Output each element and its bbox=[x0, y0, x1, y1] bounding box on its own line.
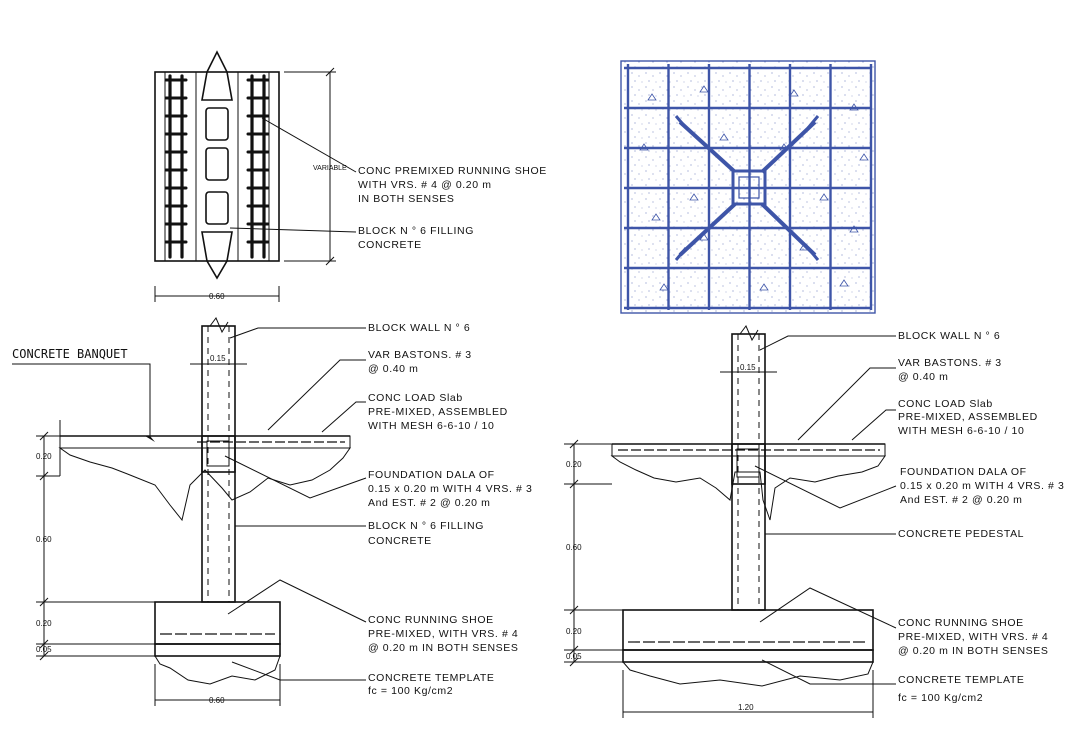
left-template bbox=[154, 643, 281, 657]
aggregate-mark bbox=[699, 85, 709, 93]
plan-width-label: 0.60 bbox=[209, 292, 225, 301]
aggregate-mark bbox=[799, 243, 809, 251]
left-template-l1: CONCRETE TEMPLATE bbox=[368, 672, 495, 684]
aggregate-mark bbox=[647, 93, 657, 101]
concrete-banquet-label: CONCRETE BANQUET bbox=[12, 347, 128, 361]
aggregate-mark bbox=[699, 233, 709, 241]
left-running-shoe-l2: PRE-MIXED, WITH VRS. # 4 bbox=[368, 628, 518, 640]
right-section: 0.20 0.60 0.20 0.05 1.20 0.15 BLOCK WALL… bbox=[564, 325, 1064, 718]
left-template-l2: fc = 100 Kg/cm2 bbox=[368, 685, 453, 697]
mesh-diagonal-bars bbox=[674, 115, 820, 261]
left-dala-l3: And EST. # 2 @ 0.20 m bbox=[368, 497, 490, 509]
left-block-filling-l1: BLOCK N ° 6 FILLING bbox=[368, 520, 484, 532]
left-dimensions: 0.20 0.60 0.20 0.05 0.60 0.15 bbox=[36, 354, 281, 706]
aggregate-mark bbox=[651, 213, 661, 221]
aggregate-mark bbox=[849, 103, 859, 111]
callout-running-shoe-l2: WITH VRS. # 4 @ 0.20 m bbox=[358, 179, 492, 191]
right-footing-width: 1.20 bbox=[738, 703, 754, 712]
callout-running-shoe-l3: IN BOTH SENSES bbox=[358, 193, 455, 205]
left-var-bastons-l2: @ 0.40 m bbox=[368, 363, 418, 375]
wall-plan-outline bbox=[154, 71, 280, 262]
left-load-slab-l3: WITH MESH 6-6-10 / 10 bbox=[368, 420, 494, 432]
block-cells bbox=[195, 50, 239, 280]
right-dala-l2: 0.15 x 0.20 m WITH 4 VRS. # 3 bbox=[900, 480, 1064, 492]
right-template bbox=[622, 649, 874, 663]
right-wall-dim: 0.15 bbox=[740, 363, 756, 372]
plan-width-dimension: 0.60 bbox=[154, 286, 280, 302]
aggregate-mark bbox=[759, 283, 769, 291]
aggregate-mark bbox=[849, 225, 859, 233]
left-wall-dim: 0.15 bbox=[210, 354, 226, 363]
wall-plan-detail: VARIABLE 0.60 CONC PREMIXED RUNNING SHOE… bbox=[154, 50, 547, 302]
mesh-pedestal bbox=[731, 169, 767, 206]
right-load-slab-l3: WITH MESH 6-6-10 / 10 bbox=[898, 425, 1024, 437]
left-var-bastons-l1: VAR BASTONS. # 3 bbox=[368, 349, 472, 361]
right-var-bastons-l1: VAR BASTONS. # 3 bbox=[898, 357, 1002, 369]
right-dala-l3: And EST. # 2 @ 0.20 m bbox=[900, 494, 1022, 506]
right-dim-0: 0.20 bbox=[566, 460, 582, 469]
right-earth-fill bbox=[610, 455, 886, 521]
callout-running-shoe-l1: CONC PREMIXED RUNNING SHOE bbox=[358, 165, 547, 177]
aggregate-mark bbox=[859, 153, 869, 161]
plan-variable-dimension: VARIABLE bbox=[284, 67, 347, 266]
left-earth-fill bbox=[58, 447, 351, 522]
right-block-wall-label: BLOCK WALL N ° 6 bbox=[898, 330, 1000, 342]
right-dala bbox=[731, 443, 766, 485]
left-load-slab-l2: PRE-MIXED, ASSEMBLED bbox=[368, 406, 508, 418]
plan-rebar-columns bbox=[168, 74, 266, 259]
plan-stirrups bbox=[164, 78, 270, 244]
left-dim-3: 0.05 bbox=[36, 645, 52, 654]
left-dim-1: 0.60 bbox=[36, 535, 52, 544]
left-callouts: CONCRETE BANQUET BLOCK WALL N ° 6 VAR BA… bbox=[12, 322, 532, 697]
left-dala bbox=[201, 435, 236, 473]
right-running-shoe-l2: PRE-MIXED, WITH VRS. # 4 bbox=[898, 631, 1048, 643]
callout-block-filling-l1: BLOCK N ° 6 FILLING bbox=[358, 225, 474, 237]
aggregate-mark bbox=[789, 89, 799, 97]
aggregate-mark bbox=[839, 279, 849, 287]
left-dim-0: 0.20 bbox=[36, 452, 52, 461]
aggregate-mark bbox=[819, 193, 829, 201]
right-load-slab-l2: PRE-MIXED, ASSEMBLED bbox=[898, 411, 1038, 423]
right-template-l1: CONCRETE TEMPLATE bbox=[898, 674, 1025, 686]
left-dim-2: 0.20 bbox=[36, 619, 52, 628]
left-dala-l2: 0.15 x 0.20 m WITH 4 VRS. # 3 bbox=[368, 483, 532, 495]
right-dala-l1: FOUNDATION DALA OF bbox=[900, 466, 1027, 478]
left-running-shoe bbox=[154, 601, 281, 645]
left-footing-width: 0.60 bbox=[209, 696, 225, 705]
right-load-slab-l1: CONC LOAD Slab bbox=[898, 398, 993, 410]
right-running-shoe bbox=[622, 609, 874, 651]
left-load-slab-l1: CONC LOAD Slab bbox=[368, 392, 463, 404]
aggregate-mark bbox=[719, 133, 729, 141]
left-dala-l1: FOUNDATION DALA OF bbox=[368, 469, 495, 481]
left-running-shoe-l1: CONC RUNNING SHOE bbox=[368, 614, 494, 626]
right-callouts: BLOCK WALL N ° 6 VAR BASTONS. # 3 @ 0.40… bbox=[754, 330, 1064, 704]
right-dim-1: 0.60 bbox=[566, 543, 582, 552]
aggregate-mark bbox=[659, 283, 669, 291]
left-block-wall-label: BLOCK WALL N ° 6 bbox=[368, 322, 470, 334]
aggregate-mark bbox=[689, 193, 699, 201]
left-section: 0.20 0.60 0.20 0.05 0.60 0.15 CONCRETE B… bbox=[12, 317, 532, 706]
right-template-l2: fc = 100 Kg/cm2 bbox=[898, 692, 983, 704]
left-block-filling-l2: CONCRETE bbox=[368, 535, 432, 547]
right-dim-3: 0.05 bbox=[566, 652, 582, 661]
footing-mesh-plan bbox=[620, 60, 876, 314]
aggregate-mark bbox=[639, 143, 649, 151]
right-dim-2: 0.20 bbox=[566, 627, 582, 636]
variable-label: VARIABLE bbox=[313, 165, 347, 172]
right-running-shoe-l1: CONC RUNNING SHOE bbox=[898, 617, 1024, 629]
plan-callouts: CONC PREMIXED RUNNING SHOE WITH VRS. # 4… bbox=[229, 117, 547, 251]
callout-block-filling-l2: CONCRETE bbox=[358, 239, 422, 251]
mesh-grid bbox=[624, 64, 873, 310]
right-var-bastons-l2: @ 0.40 m bbox=[898, 371, 948, 383]
right-dimensions: 0.20 0.60 0.20 0.05 1.20 0.15 bbox=[564, 363, 874, 718]
mesh-aggregate-marks bbox=[639, 85, 869, 291]
right-pedestal-label: CONCRETE PEDESTAL bbox=[898, 528, 1024, 540]
aggregate-mark bbox=[779, 143, 789, 151]
left-running-shoe-l3: @ 0.20 m IN BOTH SENSES bbox=[368, 642, 519, 654]
right-running-shoe-l3: @ 0.20 m IN BOTH SENSES bbox=[898, 645, 1049, 657]
